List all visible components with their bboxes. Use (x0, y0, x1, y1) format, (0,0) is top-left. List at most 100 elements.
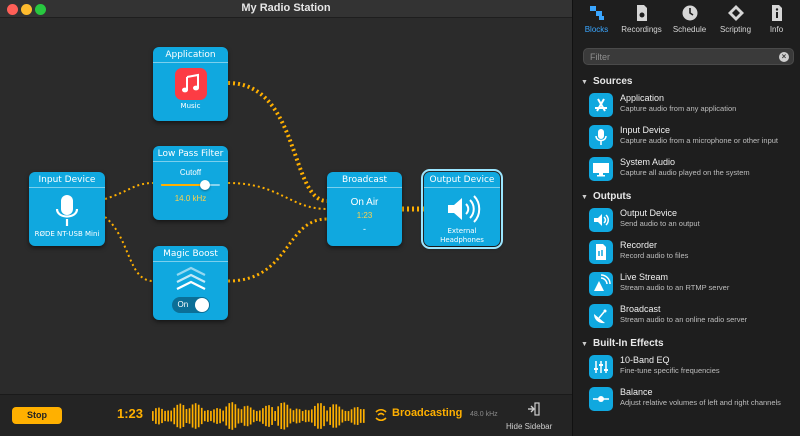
minimize-window-button[interactable] (21, 4, 32, 15)
tab-scripting[interactable]: Scripting (713, 4, 758, 34)
tab-blocks[interactable]: Blocks (574, 4, 619, 34)
waveform-bar (155, 408, 157, 424)
item-title: Input Device (620, 125, 671, 135)
filter-field[interactable]: × (583, 48, 794, 65)
waveform-bar (320, 403, 322, 429)
waveform-bar (152, 411, 154, 421)
item-title: Balance (620, 387, 653, 397)
item-description: Adjust relative volumes of left and righ… (620, 398, 781, 407)
sidebar-tabs: Blocks Recordings Schedule Scripting Inf… (573, 0, 800, 41)
block-title: Application (153, 47, 228, 63)
library-item-balance[interactable]: Balance Adjust relative volumes of left … (573, 385, 800, 417)
library-item-system-audio[interactable]: System Audio Capture all audio played on… (573, 155, 800, 187)
microphone-icon (589, 125, 613, 149)
low-pass-filter-block[interactable]: Low Pass Filter Cutoff 14.0 kHz (153, 146, 228, 220)
zoom-window-button[interactable] (35, 4, 46, 15)
waveform-bar (314, 405, 316, 427)
waveform-bar (191, 404, 194, 428)
waveform-bar (185, 409, 188, 423)
library-item-input-device[interactable]: Input Device Capture audio from a microp… (573, 123, 800, 155)
cutoff-slider[interactable] (161, 179, 220, 191)
hide-sidebar-icon[interactable] (527, 401, 541, 417)
application-block[interactable]: Application Music (153, 47, 228, 121)
waveform-bar (307, 410, 310, 422)
filter-input[interactable] (590, 51, 770, 63)
item-description: Capture all audio played on the system (620, 168, 750, 177)
item-description: Stream audio to an RTMP server (620, 283, 730, 292)
tab-recordings[interactable]: Recordings (619, 4, 664, 34)
slider-knob[interactable] (200, 180, 211, 190)
waveform-bar (219, 408, 221, 424)
boost-toggle[interactable]: On (171, 297, 210, 313)
waveform-bar (262, 408, 264, 424)
library-item-live-stream[interactable]: Live Stream Stream audio to an RTMP serv… (573, 270, 800, 302)
section-outputs[interactable]: ▼Outputs (573, 187, 800, 206)
library-item-application[interactable]: Application Capture audio from any appli… (573, 91, 800, 123)
library-item-recorder[interactable]: Recorder Record audio to files (573, 238, 800, 270)
waveform-bar (301, 411, 304, 421)
item-description: Stream audio to an online radio server (620, 315, 748, 324)
waveform-bar (277, 406, 280, 426)
library-item-broadcast[interactable]: Broadcast Stream audio to an online radi… (573, 302, 800, 334)
window-title: My Radio Station (241, 2, 331, 14)
item-title: System Audio (620, 157, 676, 167)
waveform-bar (194, 403, 197, 429)
chevron-down-icon: ▼ (581, 194, 588, 201)
waveform-bar (164, 410, 166, 422)
hide-sidebar-button[interactable]: Hide Sidebar (506, 422, 553, 431)
waveform-bar (255, 411, 258, 421)
scripting-icon (727, 5, 744, 21)
waveform-bar (246, 405, 249, 427)
input-device-block[interactable]: Input Device RØDE NT-USB Mini (29, 172, 105, 246)
broadcast-block[interactable]: Broadcast On Air 1:23 - (327, 172, 402, 246)
section-built-in-effects[interactable]: ▼Built-In Effects (573, 334, 800, 353)
item-title: Recorder (620, 240, 658, 250)
item-title: Broadcast (620, 304, 661, 314)
section-sources[interactable]: ▼Sources (573, 72, 800, 91)
magic-boost-block[interactable]: Magic Boost On (153, 246, 228, 320)
broadcast-extra: - (363, 224, 366, 234)
broadcast-status: On Air (350, 197, 379, 208)
slider-fill (161, 184, 206, 186)
music-app-icon (174, 68, 207, 100)
tab-label: Info (769, 25, 784, 34)
waveform-bar (203, 410, 206, 422)
item-title: Application (620, 93, 665, 103)
wire-input-to-lowpass (104, 182, 154, 200)
block-canvas[interactable]: Input Device RØDE NT-USB Mini Applicatio… (0, 19, 572, 394)
close-window-button[interactable] (7, 4, 18, 15)
tab-info[interactable]: Info (754, 4, 799, 34)
waveform-bar (265, 405, 267, 427)
clock-icon (682, 5, 697, 21)
wire-input-to-boost (104, 216, 154, 282)
tab-label: Scripting (719, 25, 752, 34)
item-description: Send audio to an output (620, 219, 700, 228)
clear-filter-icon[interactable]: × (779, 52, 789, 62)
block-subtitle: External Headphones (440, 227, 484, 244)
waveform-bar (362, 409, 365, 423)
output-device-block[interactable]: Output Device External Headphones (421, 169, 503, 249)
audio-waveform (152, 402, 365, 430)
tab-schedule[interactable]: Schedule (667, 4, 712, 34)
waveform-bar (176, 404, 179, 428)
waveform-bar (271, 407, 273, 425)
waveform-bar (225, 406, 228, 426)
stop-button[interactable]: Stop (12, 407, 62, 424)
microphone-icon (55, 195, 79, 226)
wire-boost-to-broadcast (227, 217, 328, 283)
item-title: Output Device (620, 208, 678, 218)
monitor-icon (589, 157, 613, 181)
waveform-bar (344, 410, 347, 422)
waveform-bar (210, 410, 212, 422)
waveform-bar (252, 409, 255, 423)
waveform-bar (332, 404, 335, 428)
chevrons-up-icon (176, 266, 205, 290)
block-library[interactable]: ▼Sources Application Capture audio from … (573, 72, 800, 436)
library-item-10-band-eq[interactable]: 10-Band EQ Fine-tune specific frequencie… (573, 353, 800, 385)
waveform-bar (335, 404, 338, 428)
tab-label: Schedule (672, 25, 707, 34)
elapsed-time: 1:23 (117, 406, 144, 421)
waveform-bar (170, 410, 173, 422)
waveform-bar (213, 409, 215, 423)
library-item-output-device[interactable]: Output Device Send audio to an output (573, 206, 800, 238)
